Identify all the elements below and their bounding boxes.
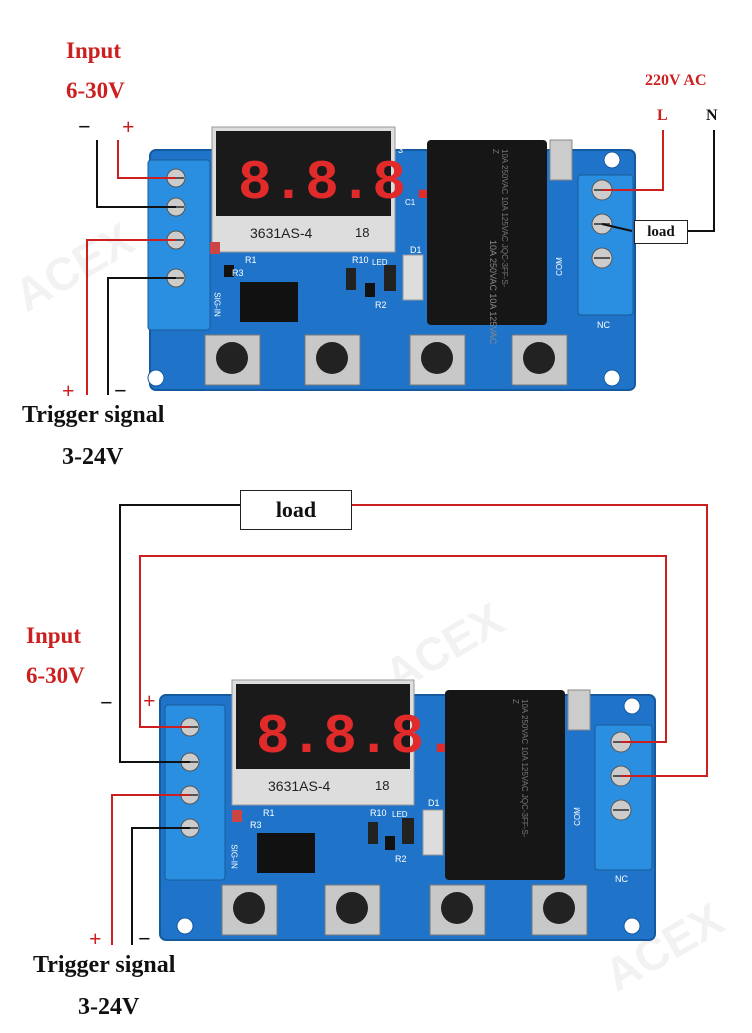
- trigger-title: Trigger signal: [22, 402, 165, 428]
- relay: [427, 140, 547, 325]
- label-nc: NC: [597, 320, 610, 330]
- wire-trigger-minus: [131, 827, 190, 945]
- wire-neutral: [685, 130, 715, 232]
- silk-r10: R10: [370, 808, 387, 818]
- input-minus-sign: −: [100, 690, 113, 715]
- wire-trigger-plus: [111, 794, 190, 945]
- silk-r3: R3: [232, 268, 244, 278]
- push-buttons: [204, 334, 568, 386]
- neutral-label: N: [706, 107, 718, 124]
- mount-hole: [603, 369, 621, 387]
- load-box-bottom: load: [240, 490, 352, 530]
- trigger-title: Trigger signal: [33, 952, 176, 978]
- mount-hole: [176, 917, 194, 935]
- wire-load-to-relay: [352, 504, 708, 777]
- silk-led: LED: [392, 810, 408, 819]
- wire-live: [602, 130, 664, 191]
- wire-input-minus-to-load: [119, 504, 240, 763]
- mount-hole: [623, 697, 641, 715]
- input-minus-sign: −: [78, 114, 91, 139]
- relay: [445, 690, 565, 880]
- relay-terminal-block: [594, 724, 653, 871]
- input-plus-sign: +: [122, 114, 135, 139]
- wire-input-plus-to-relay: [139, 555, 667, 743]
- silk-d1: D1: [428, 798, 440, 808]
- load-box-top: load: [634, 220, 688, 244]
- live-label: L: [657, 107, 668, 124]
- svg-text:10A 250VAC 10A 125VAC: 10A 250VAC 10A 125VAC: [488, 240, 498, 345]
- mount-hole: [147, 369, 165, 387]
- relay-text: 10A 250VAC 10A 125VAC JQC-3FF-S-Z: [511, 699, 529, 838]
- input-voltage: 6-30V: [26, 663, 85, 688]
- display-code: 18: [355, 225, 370, 240]
- label-com: COM: [572, 807, 582, 826]
- input-title: Input: [66, 38, 121, 63]
- mount-hole: [623, 917, 641, 935]
- silk-r3: R3: [250, 820, 262, 830]
- silk-r2: R2: [375, 300, 387, 310]
- svg-text:8.8.8.: 8.8.8.: [238, 151, 440, 215]
- optocoupler: [257, 833, 315, 873]
- trigger-plus-sign: +: [89, 926, 102, 951]
- relay-terminal-block: [577, 174, 634, 316]
- silk-c1: C1: [405, 198, 416, 207]
- wire-trigger-minus: [107, 277, 176, 395]
- display-code: 18: [375, 778, 390, 793]
- trigger-voltage: 3-24V: [78, 994, 140, 1020]
- wire-input-minus: [96, 140, 176, 208]
- silk-led: LED: [372, 258, 388, 267]
- wire-input-plus: [117, 140, 176, 179]
- trigger-minus-sign: −: [138, 926, 151, 951]
- silk-r10: R10: [352, 255, 369, 265]
- wire-load: [601, 223, 633, 232]
- silk-r2: R2: [395, 854, 407, 864]
- display-model: 3631AS-4: [268, 778, 331, 794]
- label-nc: NC: [615, 874, 628, 884]
- mount-hole: [603, 151, 621, 169]
- silk-r1: R1: [245, 255, 257, 265]
- ac-label: 220V AC: [645, 72, 707, 89]
- push-buttons: [221, 884, 588, 936]
- silk-d1: D1: [410, 245, 422, 255]
- trigger-minus-sign: −: [114, 378, 127, 403]
- wire-trigger-plus: [86, 239, 176, 395]
- input-plus-sign: +: [143, 688, 156, 713]
- silk-sig: SIG-IN: [229, 844, 239, 869]
- input-voltage: 6-30V: [66, 78, 125, 103]
- trigger-plus-sign: +: [62, 378, 75, 403]
- svg-text:8.8.8.: 8.8.8.: [256, 705, 458, 769]
- optocoupler: [240, 282, 298, 322]
- silk-r1: R1: [263, 808, 275, 818]
- input-title: Input: [26, 623, 81, 648]
- silk-3: 3: [398, 145, 404, 155]
- trigger-voltage: 3-24V: [62, 444, 124, 470]
- display-model: 3631AS-4: [250, 225, 313, 241]
